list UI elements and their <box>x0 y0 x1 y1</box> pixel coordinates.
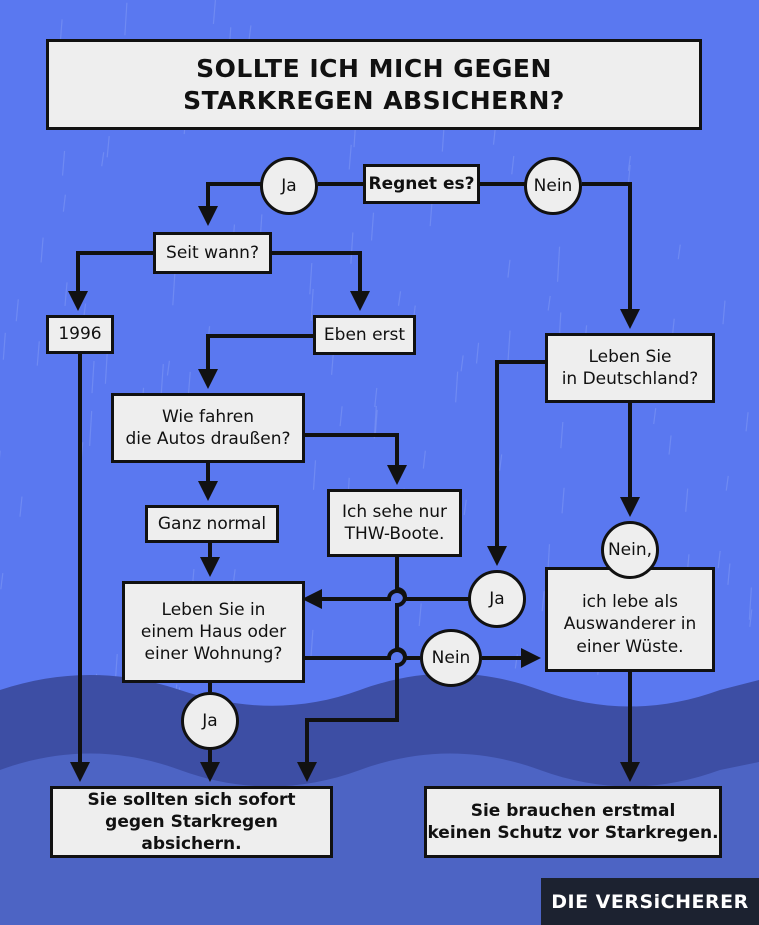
rain-streak <box>422 450 426 469</box>
node-nein-top: Nein <box>524 157 582 215</box>
rain-streak <box>348 144 352 170</box>
rain-streak <box>653 408 657 425</box>
rain-streak <box>374 387 378 407</box>
rain-streak <box>124 2 128 36</box>
rain-streak <box>61 150 66 176</box>
rain-streak <box>397 291 402 306</box>
rain-streak <box>627 155 631 171</box>
rain-streak <box>40 237 44 263</box>
node-leben-haus: Leben Sie in einem Haus oder einer Wohnu… <box>122 581 305 683</box>
rain-streak <box>745 412 749 432</box>
rain-streak <box>106 136 110 158</box>
node-thw-boote: Ich sehe nur THW-Boote. <box>327 489 462 557</box>
rain-streak <box>727 563 731 585</box>
rain-streak <box>507 330 511 361</box>
rain-streak <box>89 410 93 446</box>
rain-streak <box>460 355 464 372</box>
rain-streak <box>455 371 459 403</box>
node-nein-mid: Nein <box>420 629 482 687</box>
rain-streak <box>0 573 4 590</box>
node-wie-fahren: Wie fahren die Autos draußen? <box>111 393 305 463</box>
rain-streak <box>160 363 164 394</box>
rain-streak <box>511 155 515 175</box>
rain-streak <box>36 341 40 366</box>
rain-streak <box>507 259 511 278</box>
rain-streak <box>717 550 721 569</box>
node-ja-de: Ja <box>468 570 526 628</box>
node-ganz-normal: Ganz normal <box>145 505 279 543</box>
rain-streak <box>310 629 314 659</box>
node-ja-top: Ja <box>260 157 318 215</box>
rain-streak <box>560 421 564 449</box>
node-ja-haus: Ja <box>181 692 239 750</box>
rain-streak <box>166 360 171 376</box>
rain-streak <box>547 295 551 311</box>
node-seit-wann: Seit wann? <box>153 232 272 274</box>
rain-streak <box>212 0 217 24</box>
rain-streak <box>172 273 176 306</box>
node-leben-deutschland: Leben Sie in Deutschland? <box>545 333 715 403</box>
rain-streak <box>15 299 19 322</box>
node-auswanderer: ich lebe als Auswanderer in einer Wüste. <box>545 567 715 672</box>
rain-streak <box>91 360 95 394</box>
rain-streak <box>725 475 729 491</box>
rain-streak <box>748 587 752 620</box>
rain-streak <box>749 609 753 627</box>
rain-streak <box>62 194 66 212</box>
rain-streak <box>104 349 109 384</box>
rain-streak <box>309 263 313 295</box>
result-kein-schutz: Sie brauchen erstmal keinen Schutz vor S… <box>424 786 722 858</box>
rain-streak <box>187 371 191 398</box>
rain-streak <box>373 405 377 439</box>
rain-streak <box>19 496 23 517</box>
node-1996: 1996 <box>46 315 114 354</box>
rain-streak <box>722 300 726 325</box>
rain-streak <box>418 603 422 627</box>
rain-streak <box>64 282 68 306</box>
rain-streak <box>350 232 354 264</box>
node-eben-erst: Eben erst <box>313 315 416 355</box>
rain-streak <box>312 460 317 490</box>
rain-streak <box>463 499 467 516</box>
rain-streak <box>370 212 375 241</box>
rain-streak <box>101 152 105 167</box>
node-regnet-es: Regnet es? <box>363 164 480 204</box>
rain-streak <box>310 288 314 321</box>
rain-streak <box>339 406 343 427</box>
rain-streak <box>499 454 503 471</box>
rain-streak <box>561 487 565 514</box>
rain-streak <box>374 409 378 437</box>
rain-streak <box>541 591 545 612</box>
brand-logo: DIE VERSiCHERER <box>541 878 759 925</box>
rain-streak <box>2 332 6 360</box>
page-title: SOLLTE ICH MICH GEGEN STARKREGEN ABSICHE… <box>46 39 702 130</box>
rain-streak <box>248 25 252 41</box>
rain-streak <box>668 435 672 455</box>
rain-streak <box>685 488 689 512</box>
rain-streak <box>677 244 681 260</box>
node-nein-komma: Nein, <box>601 521 659 579</box>
result-absichern: Sie sollten sich sofort gegen Starkregen… <box>50 786 333 858</box>
rain-streak <box>556 246 561 282</box>
rain-streak <box>475 342 480 364</box>
